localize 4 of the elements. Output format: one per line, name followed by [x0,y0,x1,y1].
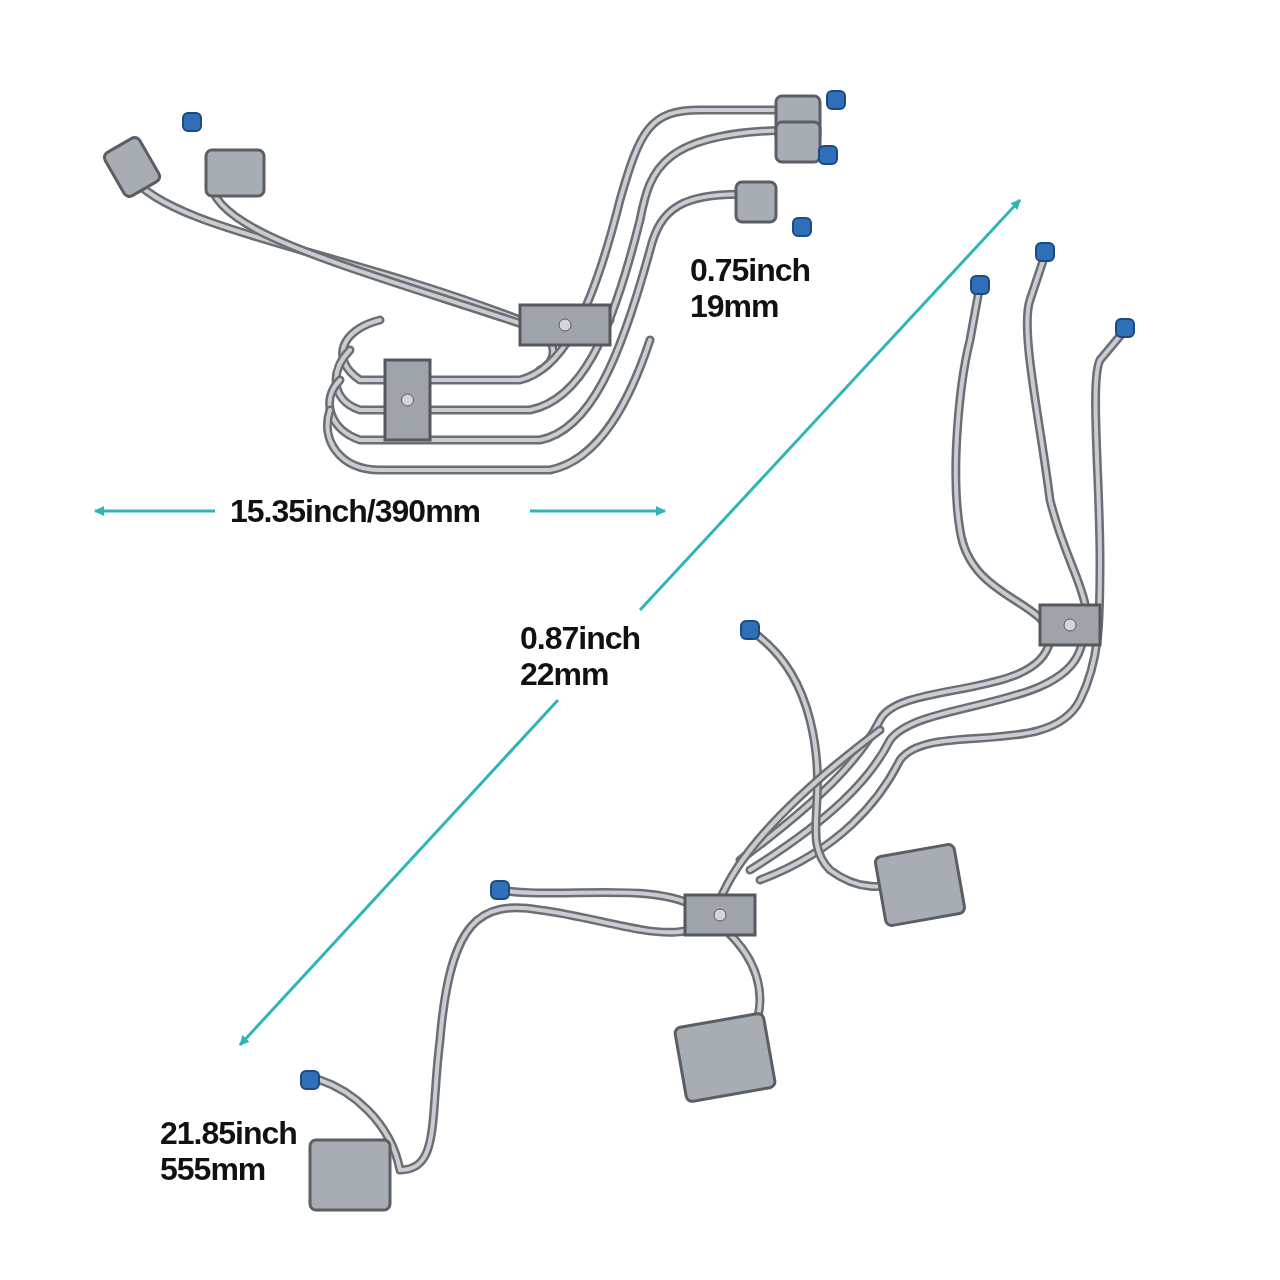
dimension-label: 0.75inch 19mm [690,252,811,324]
dimension-label: 0.87inch 22mm [520,620,641,692]
dimension-label: 15.35inch/390mm [230,493,481,529]
dimension-label: 21.85inch 555mm [160,1115,297,1187]
